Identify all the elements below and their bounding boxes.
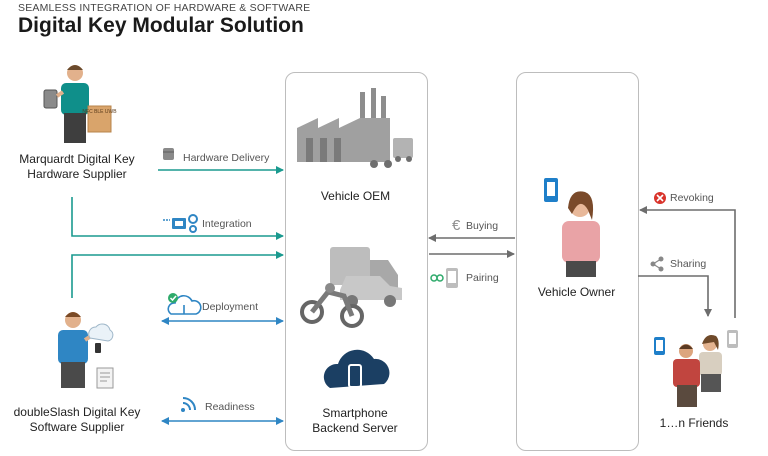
diagram-subtitle: SEAMLESS INTEGRATION OF HARDWARE & SOFTW…	[18, 2, 311, 14]
vehicle-owner-person-icon	[544, 178, 600, 277]
friends-group-icon	[654, 330, 738, 407]
integration-icon	[163, 214, 198, 233]
buying-label: Buying	[466, 220, 499, 232]
sharing-arrow	[638, 275, 712, 317]
deployment-cloud-icon	[167, 293, 202, 315]
deployment-label: Deployment	[202, 301, 259, 313]
pairing-icon	[430, 268, 458, 288]
revoking-arrow	[639, 206, 736, 318]
readiness-label: Readiness	[205, 401, 255, 413]
software-supplier-label: doubleSlash Digital Key Software Supplie…	[13, 405, 141, 434]
factory-icon	[297, 88, 413, 168]
sharing-label: Sharing	[670, 258, 707, 270]
vehicle-owner-label: Vehicle Owner	[537, 285, 616, 299]
integration-arrow	[71, 197, 284, 240]
software-supplier-person-icon	[58, 312, 114, 389]
revoking-label: Revoking	[670, 192, 714, 204]
share-icon	[650, 256, 664, 272]
vehicle-oem-label: Vehicle OEM	[320, 189, 391, 203]
diagram-title: Digital Key Modular Solution	[18, 14, 304, 37]
hardware-supplier-label: Marquardt Digital Key Hardware Supplier	[19, 152, 135, 181]
cloud-server-icon	[323, 349, 390, 388]
hardware-supplier-person-icon: NFC BLE UWB	[43, 65, 117, 143]
friends-label: 1…n Friends	[659, 416, 729, 430]
hardware-delivery-label: Hardware Delivery	[183, 152, 270, 164]
hardware-delivery-icon	[163, 148, 174, 160]
software-to-oem-arrow	[71, 251, 284, 298]
pairing-label: Pairing	[466, 272, 499, 284]
readiness-wifi-icon	[181, 397, 196, 412]
integration-label: Integration	[202, 218, 252, 230]
backend-server-label: Smartphone Backend Server	[312, 406, 398, 435]
svg-text:€: €	[452, 217, 461, 234]
vehicles-icon	[300, 247, 402, 328]
revoke-icon	[654, 192, 666, 204]
euro-icon: €	[452, 217, 461, 234]
hardware-box-label: NFC BLE UWB	[82, 109, 117, 115]
